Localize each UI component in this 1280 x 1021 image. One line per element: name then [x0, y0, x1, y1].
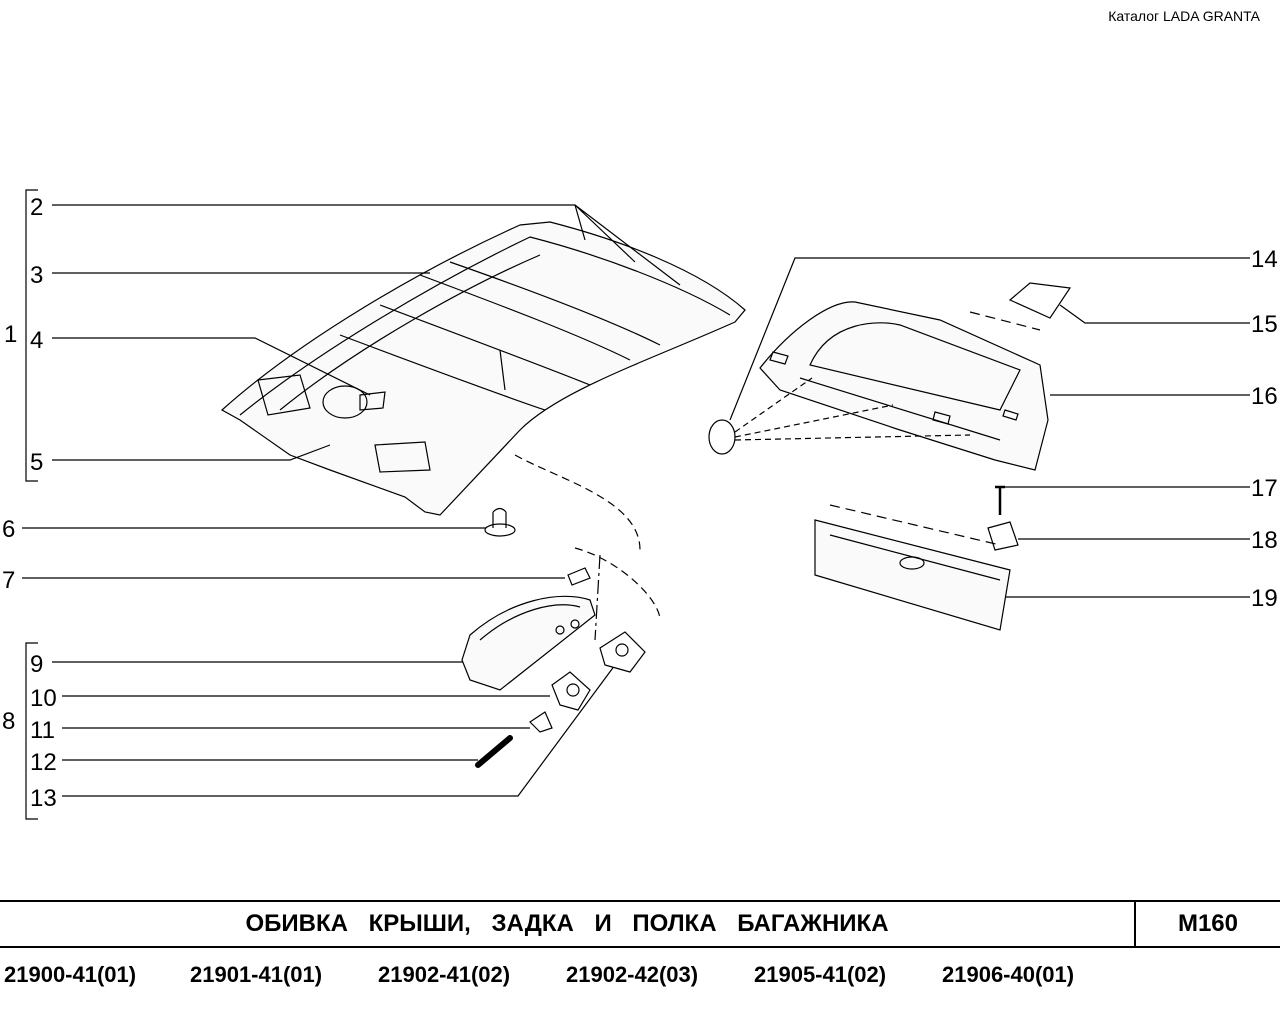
model-code: 21900-41(01): [4, 962, 137, 987]
model-code-list: 21900-41(01) 21901-41(01) 21902-41(02) 2…: [0, 962, 1280, 992]
callout-1: 1: [4, 321, 17, 348]
model-code: 21905-41(02): [754, 962, 887, 987]
bracket-group-8: [25, 642, 38, 820]
callout-11: 11: [30, 717, 55, 744]
model-code: 21902-42(03): [566, 962, 699, 987]
callout-8: 8: [2, 708, 15, 735]
leader-13: [62, 664, 616, 797]
screw-part-17: [995, 485, 1005, 515]
page-title: ОБИВКА КРЫШИ, ЗАДКА И ПОЛКА БАГАЖНИКА: [245, 910, 889, 937]
rear-trim-part-19: [814, 504, 1011, 631]
assembly-arc-2: [574, 547, 661, 621]
rod-part-12: [475, 735, 513, 768]
model-code: 21902-41(02): [378, 962, 511, 987]
callout-15: 15: [1251, 311, 1278, 338]
model-code: 21906-40(01): [942, 962, 1075, 987]
roof-headliner-drawing: [220, 221, 746, 516]
callout-5: 5: [30, 449, 43, 476]
callout-18: 18: [1251, 527, 1278, 554]
holder-part-10: [551, 671, 591, 711]
clip-part-11: [529, 711, 553, 733]
callout-4: 4: [30, 327, 43, 354]
pad-part-15: [969, 282, 1072, 331]
callout-3: 3: [30, 262, 43, 289]
page-code: М160: [1177, 910, 1239, 937]
sun-visor-part-9: [461, 595, 596, 691]
bracket-group-1: [25, 189, 38, 482]
callout-13: 13: [30, 785, 57, 812]
catalog-header: Каталог LADA GRANTA: [1108, 8, 1260, 24]
callout-12: 12: [30, 749, 57, 776]
callout-10: 10: [30, 685, 57, 712]
assembly-arc-1: [514, 454, 641, 551]
title-bar: ОБИВКА КРЫШИ, ЗАДКА И ПОЛКА БАГАЖНИКА М1…: [0, 900, 1280, 948]
parts-diagram: 1 2 3 4 5 6 7 8 9 10 11 12 13 14 15 16 1…: [2, 189, 1278, 820]
leader-15: [1059, 304, 1250, 324]
callout-9: 9: [30, 651, 43, 678]
clip-part-18: [987, 521, 1019, 551]
parcel-shelf-part-16: [759, 301, 1049, 471]
callout-14: 14: [1251, 246, 1278, 273]
leader-4: [52, 337, 371, 396]
callout-6: 6: [2, 516, 15, 543]
leader-14: [729, 257, 1250, 421]
callout-7: 7: [2, 567, 15, 594]
leader-5: [52, 444, 331, 461]
push-cap-part-14: [708, 377, 971, 455]
clip-part-6: [484, 507, 516, 537]
leader-2: [52, 204, 681, 286]
assembly-line-3: [594, 554, 601, 641]
screw-part-7: [567, 567, 591, 586]
callout-16: 16: [1251, 383, 1278, 410]
model-code: 21901-41(01): [190, 962, 323, 987]
bracket-part-13: [599, 631, 646, 673]
callout-17: 17: [1251, 475, 1278, 502]
callout-19: 19: [1251, 585, 1278, 612]
title-divider: [1134, 902, 1136, 946]
callout-2: 2: [30, 194, 43, 221]
